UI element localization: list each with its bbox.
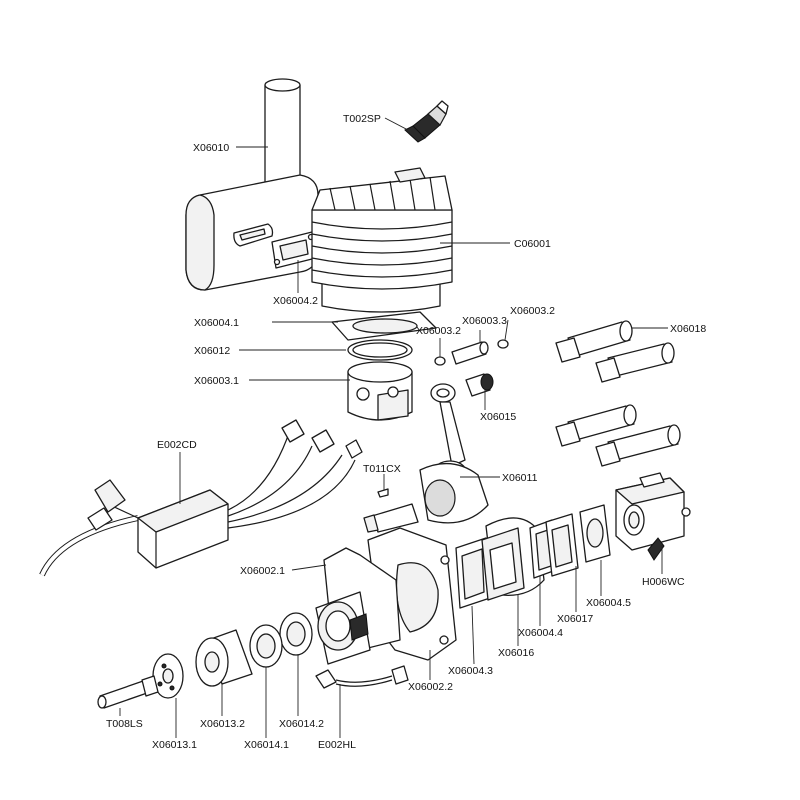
wrist-pin-clip-part-right <box>497 339 509 349</box>
hall-sensor-part <box>315 665 409 689</box>
label-x06004-2: X06004.2 <box>273 295 318 307</box>
label-x06003-2-right: X06003.2 <box>510 305 555 317</box>
muffler-gasket-part <box>271 231 317 269</box>
label-x06018: X06018 <box>670 323 706 335</box>
piston-ring-part <box>347 339 413 361</box>
spark-plug-part <box>404 100 449 143</box>
needle-bearing-part <box>465 373 494 397</box>
label-x06014-1: X06014.1 <box>244 739 289 751</box>
label-e002cd: E002CD <box>157 439 197 451</box>
label-x06010: X06010 <box>193 142 229 154</box>
label-x06002-1: X06002.1 <box>240 565 285 577</box>
mount-bolt-part-4 <box>595 424 681 467</box>
label-x06004-1: X06004.1 <box>194 317 239 329</box>
prop-nut-part-t008ls <box>97 675 159 709</box>
base-gasket-part <box>331 311 437 341</box>
crankshaft-part <box>363 462 489 533</box>
label-x06004-5: X06004.5 <box>586 597 631 609</box>
piston-part <box>347 361 413 421</box>
bearing-part-x06014-1 <box>249 624 283 668</box>
label-x06015: X06015 <box>480 411 516 423</box>
carb-gasket-part-x06004-5 <box>579 504 611 563</box>
label-x06014-2: X06014.2 <box>279 718 324 730</box>
label-x06004-4: X06004.4 <box>518 627 563 639</box>
label-x06011: X06011 <box>502 472 538 484</box>
label-x06002-2: X06002.2 <box>408 681 453 693</box>
label-x06003-3: X06003.3 <box>462 315 507 327</box>
intake-gasket-part-x06004-3 <box>455 537 491 609</box>
label-x06013-1: X06013.1 <box>152 739 197 751</box>
prop-washer-part-x06013-1 <box>152 653 184 699</box>
mount-bolt-part-1 <box>555 320 633 363</box>
prop-drive-hub-part-x06013-2 <box>195 629 253 687</box>
label-x06004-3: X06004.3 <box>448 665 493 677</box>
label-t011cx: T011CX <box>363 463 401 475</box>
crankcase-front-part <box>315 547 401 665</box>
woodruff-key-part <box>377 488 389 498</box>
label-t008ls: T008LS <box>106 718 143 730</box>
wrist-pin-clip-part-left <box>434 356 446 366</box>
mount-bolt-part-2 <box>595 342 675 383</box>
muffler-part <box>185 78 319 291</box>
mount-bolt-part-3 <box>555 404 637 447</box>
label-x06017: X06017 <box>557 613 593 625</box>
label-e002hl: E002HL <box>318 739 356 751</box>
label-t002sp: T002SP <box>343 113 381 125</box>
label-x06003-2-left: X06003.2 <box>416 325 461 337</box>
bearing-part-x06014-2 <box>279 612 313 656</box>
carburetor-part <box>615 472 691 561</box>
label-h006wc: H006WC <box>642 576 685 588</box>
carb-spacer-part-x06017 <box>545 513 579 577</box>
cylinder-part <box>311 167 453 313</box>
part-labels: T002SP X06010 C06001 X06004.2 X06004.1 X… <box>106 113 706 751</box>
label-x06013-2: X06013.2 <box>200 718 245 730</box>
label-x06003-1: X06003.1 <box>194 375 239 387</box>
label-x06016: X06016 <box>498 647 534 659</box>
label-x06012: X06012 <box>194 345 230 357</box>
label-c06001: C06001 <box>514 238 551 250</box>
reed-block-part-x06016 <box>481 517 545 601</box>
wrist-pin-part <box>451 341 489 365</box>
leader-lines <box>119 117 668 738</box>
ignition-module-part <box>39 419 363 577</box>
